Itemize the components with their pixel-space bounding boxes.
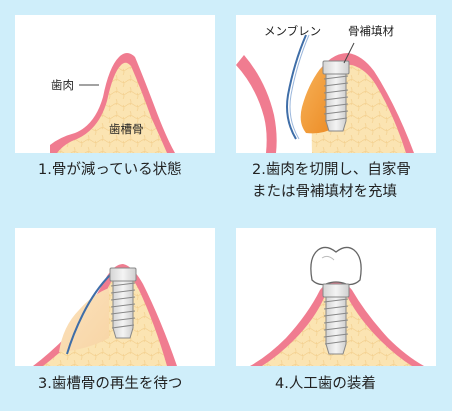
bone-label: 歯槽骨	[109, 122, 144, 136]
implant-fixture	[109, 267, 137, 339]
panel-step-4	[236, 228, 436, 366]
panel-step-2: メンブレン 骨補填材	[236, 15, 436, 153]
panel-step-3	[15, 228, 215, 366]
graft-leader-line	[343, 42, 355, 64]
caption-step-2-line-1: 2.歯肉を切開し、自家骨	[252, 162, 411, 178]
diagram-bone-graft: メンブレン 骨補填材	[236, 24, 414, 153]
caption-step-1: 1.骨が減っている状態	[38, 162, 182, 178]
gum-flap	[236, 55, 277, 153]
diagram-crown-placed	[250, 246, 424, 366]
graft-label: 骨補填材	[348, 24, 394, 38]
membrane	[286, 34, 307, 140]
membrane	[66, 273, 112, 355]
membrane-label: メンブレン	[264, 24, 321, 38]
caption-step-2-line-2: または骨補填材を充填	[252, 184, 397, 200]
panel-step-1: 歯肉 歯槽骨	[15, 15, 215, 153]
diagram-bone-loss: 歯肉 歯槽骨	[50, 53, 175, 153]
caption-step-4: 4.人工歯の装着	[275, 376, 376, 392]
caption-step-3: 3.歯槽骨の再生を待つ	[38, 376, 183, 392]
regenerating-bone	[59, 288, 109, 352]
implant-fixture	[322, 283, 350, 355]
alveolar-bone	[57, 62, 167, 153]
diagram-regeneration	[33, 264, 177, 366]
artificial-crown	[310, 246, 362, 286]
implant-fixture	[322, 60, 350, 132]
gum-label: 歯肉	[51, 78, 74, 92]
